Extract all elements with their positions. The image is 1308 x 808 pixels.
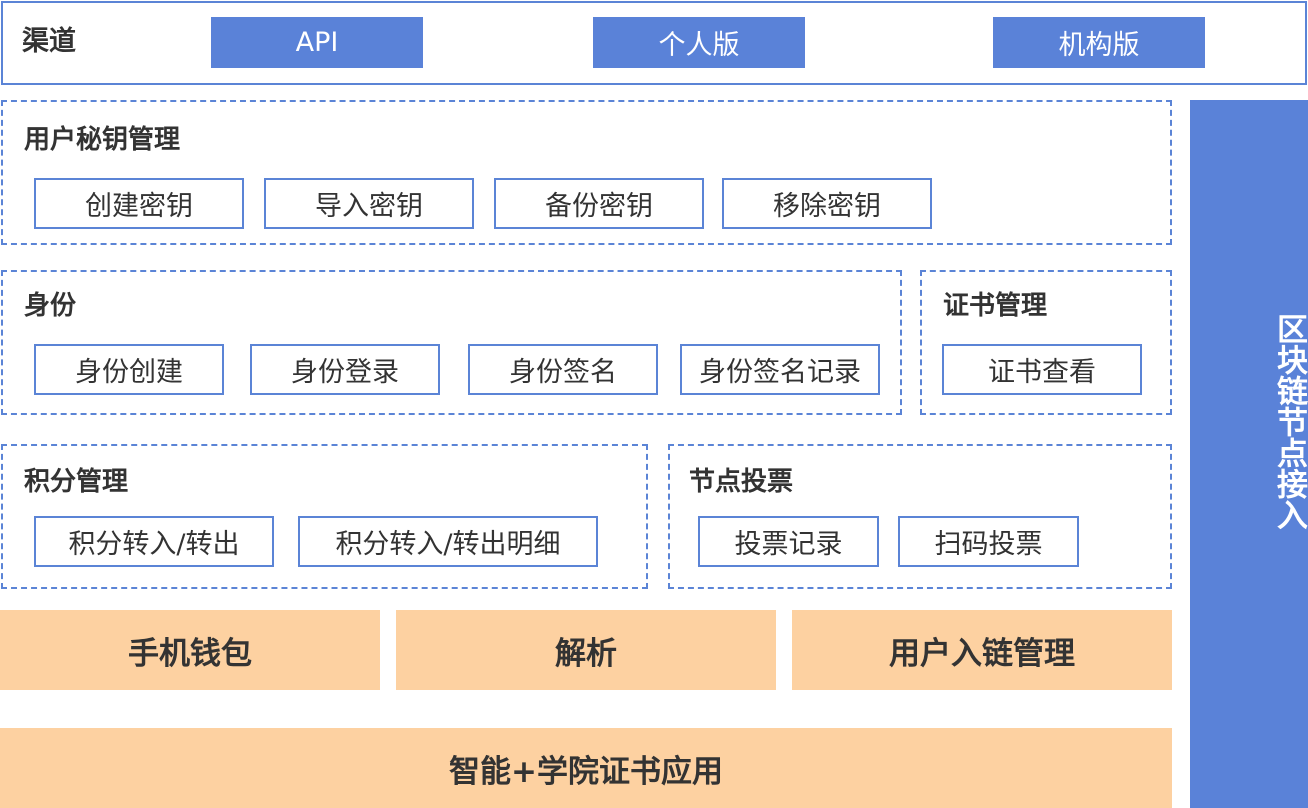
- points-transfer-button[interactable]: 积分转入/转出: [34, 516, 274, 567]
- backup-key-button[interactable]: 备份密钥: [494, 178, 704, 229]
- blockchain-access-bar: [1190, 100, 1308, 808]
- blockchain-access-label: 区块链节点接入: [1271, 313, 1307, 530]
- channel-api-button[interactable]: API: [211, 17, 423, 68]
- import-key-button[interactable]: 导入密钥: [264, 178, 474, 229]
- application-block: 智能+学院证书应用: [0, 728, 1172, 808]
- identity-title: 身份: [24, 291, 77, 321]
- channel-personal-button[interactable]: 个人版: [593, 17, 805, 68]
- user-chain-management-block: 用户入链管理: [792, 610, 1172, 690]
- points-transfer-detail-button[interactable]: 积分转入/转出明细: [298, 516, 598, 567]
- channel-institution-button[interactable]: 机构版: [993, 17, 1205, 68]
- create-key-button[interactable]: 创建密钥: [34, 178, 244, 229]
- key-management-title: 用户秘钥管理: [24, 125, 181, 155]
- identity-sign-record-button[interactable]: 身份签名记录: [680, 344, 880, 395]
- certificate-view-button[interactable]: 证书查看: [942, 344, 1142, 395]
- certificate-title: 证书管理: [943, 291, 1048, 321]
- vote-record-button[interactable]: 投票记录: [698, 516, 879, 567]
- points-title: 积分管理: [24, 467, 129, 497]
- channel-label: 渠道: [22, 26, 76, 57]
- node-voting-title: 节点投票: [689, 467, 794, 497]
- parsing-block: 解析: [396, 610, 776, 690]
- scan-vote-button[interactable]: 扫码投票: [898, 516, 1079, 567]
- identity-sign-button[interactable]: 身份签名: [468, 344, 658, 395]
- identity-create-button[interactable]: 身份创建: [34, 344, 224, 395]
- identity-login-button[interactable]: 身份登录: [250, 344, 440, 395]
- remove-key-button[interactable]: 移除密钥: [722, 178, 932, 229]
- mobile-wallet-block: 手机钱包: [0, 610, 380, 690]
